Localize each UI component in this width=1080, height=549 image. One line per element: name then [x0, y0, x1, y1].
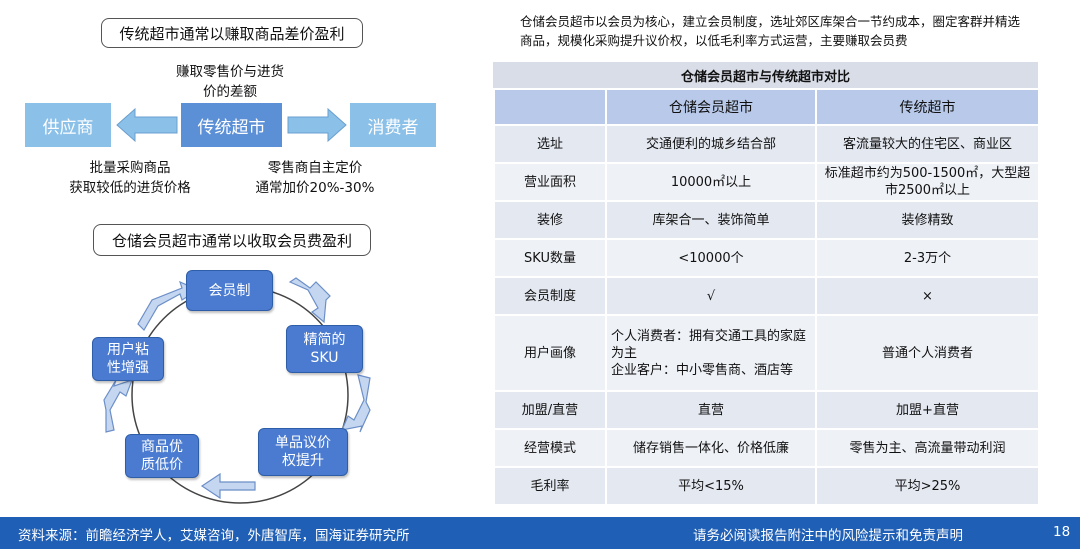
table-cell: 普通个人消费者: [815, 314, 1040, 392]
table-cell: 经营模式: [493, 428, 607, 468]
table-header-cell: [493, 88, 607, 126]
sku-node: 精简的 SKU: [286, 325, 363, 373]
table-header-cell: 仓储会员超市: [605, 88, 817, 126]
table-cell: 营业面积: [493, 162, 607, 202]
table-cell: 直营: [605, 390, 817, 430]
table-row: 经营模式 储存销售一体化、价格低廉 零售为主、高流量带动利润: [493, 428, 1040, 468]
supplier-box: 供应商: [25, 103, 111, 147]
table-row: 加盟/直营 直营 加盟+直营: [493, 390, 1040, 430]
table-cell: 储存销售一体化、价格低廉: [605, 428, 817, 468]
pricing-label: 零售商自主定价 通常加价20%-30%: [255, 160, 375, 196]
table-cell: ×: [815, 276, 1040, 316]
page-number: 18: [1053, 524, 1071, 540]
table-row: 用户画像 个人消费者：拥有交通工具的家庭为主 企业客户：中小零售商、酒店等 普通…: [493, 314, 1040, 392]
comparison-table: 仓储会员超市与传统超市对比 仓储会员超市 传统超市 选址 交通便利的城乡结合部 …: [493, 62, 1040, 506]
quality-node: 商品优 质低价: [125, 434, 199, 478]
source-text: 资料来源：前瞻经济学人，艾媒咨询，外唐智库，国海证券研究所: [18, 528, 410, 544]
consumer-box: 消费者: [350, 103, 436, 147]
warehouse-title: 仓储会员超市通常以收取会员费盈利: [111, 231, 352, 250]
footer-bar: 资料来源：前瞻经济学人，艾媒咨询，外唐智库，国海证券研究所 请务必阅读报告附注中…: [0, 517, 1080, 549]
arrow-icon: [200, 472, 256, 500]
table-cell: 加盟/直营: [493, 390, 607, 430]
purchase-label: 批量采购商品 获取较低的进货价格: [69, 160, 191, 196]
table-cell: 客流量较大的住宅区、商业区: [815, 124, 1040, 164]
table-cell: <10000个: [605, 238, 817, 278]
table-cell: 加盟+直营: [815, 390, 1040, 430]
table-cell: 会员制度: [493, 276, 607, 316]
table-cell: 10000㎡以上: [605, 162, 817, 202]
table-cell: 2-3万个: [815, 238, 1040, 278]
table-row: 选址 交通便利的城乡结合部 客流量较大的住宅区、商业区: [493, 124, 1040, 164]
cycle-diagram: [103, 277, 371, 504]
table-cell: 选址: [493, 124, 607, 164]
table-cell: 标准超市约为500-1500㎡，大型超市2500㎡以上: [815, 162, 1040, 202]
table-cell: 用户画像: [493, 314, 607, 392]
warehouse-title-box: 仓储会员超市通常以收取会员费盈利: [93, 224, 371, 256]
traditional-store-box: 传统超市: [181, 103, 282, 147]
table-row: SKU数量 <10000个 2-3万个: [493, 238, 1040, 278]
left-arrow-icon: [116, 107, 178, 143]
arrow-icon: [288, 277, 331, 324]
table-title: 仓储会员超市与传统超市对比: [493, 62, 1038, 88]
table-cell: 装修精致: [815, 200, 1040, 240]
arrow-icon: [103, 379, 134, 433]
table-cell: 平均>25%: [815, 466, 1040, 506]
table-cell: 交通便利的城乡结合部: [605, 124, 817, 164]
table-cell: 库架合一、装饰简单: [605, 200, 817, 240]
table-header-row: 仓储会员超市 传统超市: [493, 88, 1040, 126]
table-header-cell: 传统超市: [815, 88, 1040, 126]
description-text: 仓储会员超市以会员为核心，建立会员制度，选址郊区库架合一节约成本，圈定客群并精选…: [520, 14, 1021, 48]
table-cell: 个人消费者：拥有交通工具的家庭为主 企业客户：中小零售商、酒店等: [605, 314, 817, 392]
margin-label: 赚取零售价与进货 价的差额: [176, 64, 284, 100]
disclaimer-text: 请务必阅读报告附注中的风险提示和免责声明: [693, 528, 963, 544]
traditional-title: 传统超市通常以赚取商品差价盈利: [119, 24, 345, 43]
arrow-icon: [340, 374, 371, 433]
table-cell: √: [605, 276, 817, 316]
member-node: 会员制: [186, 270, 273, 311]
table-row: 毛利率 平均<15% 平均>25%: [493, 466, 1040, 506]
right-arrow-icon: [287, 107, 347, 143]
table-row: 营业面积 10000㎡以上 标准超市约为500-1500㎡，大型超市2500㎡以…: [493, 162, 1040, 202]
table-cell: 零售为主、高流量带动利润: [815, 428, 1040, 468]
table-row: 会员制度 √ ×: [493, 276, 1040, 316]
traditional-title-box: 传统超市通常以赚取商品差价盈利: [101, 18, 363, 48]
table-cell: 平均<15%: [605, 466, 817, 506]
table-cell: 毛利率: [493, 466, 607, 506]
bargain-node: 单品议价 权提升: [258, 428, 348, 476]
table-row: 装修 库架合一、装饰简单 装修精致: [493, 200, 1040, 240]
sticky-node: 用户粘 性增强: [92, 337, 164, 381]
table-cell: SKU数量: [493, 238, 607, 278]
table-cell: 装修: [493, 200, 607, 240]
